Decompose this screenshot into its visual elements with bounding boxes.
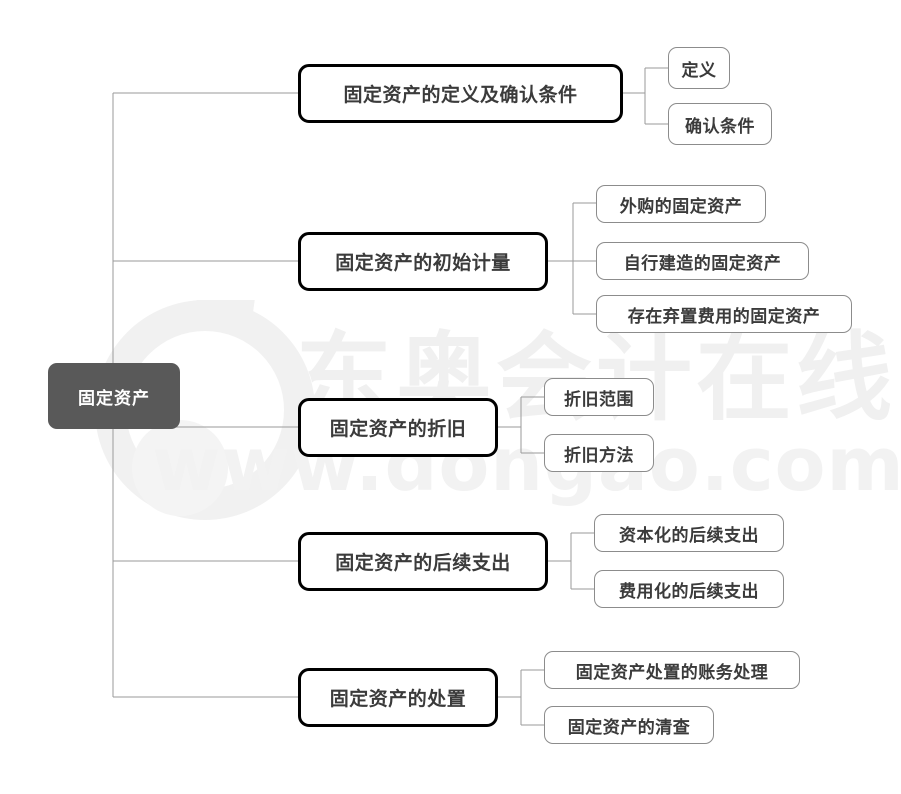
leaf-node-self-constructed-asset[interactable]: 自行建造的固定资产: [596, 242, 809, 280]
leaf-node-purchased-asset[interactable]: 外购的固定资产: [596, 185, 766, 223]
main-node-label: 固定资产的折旧: [329, 418, 467, 440]
root-node-label: 固定资产: [78, 388, 150, 409]
main-node-initial-measurement[interactable]: 固定资产的初始计量: [298, 232, 548, 291]
leaf-node-label: 折旧方法: [564, 445, 634, 466]
root-node[interactable]: 固定资产: [48, 363, 180, 429]
leaf-node-expensed-subsequent-expenditure[interactable]: 费用化的后续支出: [594, 570, 784, 608]
leaf-node-label: 存在弃置费用的固定资产: [627, 306, 821, 327]
watermark-logo-dot: [132, 420, 228, 516]
leaf-node-label: 费用化的后续支出: [619, 581, 759, 602]
leaf-node-definition[interactable]: 定义: [668, 47, 730, 89]
main-node-label: 固定资产的定义及确认条件: [343, 84, 578, 106]
main-node-subsequent-expenditure[interactable]: 固定资产的后续支出: [298, 532, 548, 591]
main-node-disposal[interactable]: 固定资产的处置: [298, 668, 498, 727]
leaf-node-label: 折旧范围: [564, 389, 634, 410]
main-node-depreciation[interactable]: 固定资产的折旧: [298, 398, 498, 457]
leaf-node-label: 资本化的后续支出: [619, 525, 759, 546]
leaf-node-label: 自行建造的固定资产: [623, 253, 782, 274]
leaf-node-label: 固定资产的清查: [567, 717, 691, 738]
watermark-logo-mark: [183, 300, 255, 396]
main-node-label: 固定资产的处置: [329, 688, 467, 710]
leaf-node-label: 确认条件: [685, 116, 755, 137]
leaf-node-label: 定义: [681, 60, 717, 81]
leaf-node-disposal-accounting-treatment[interactable]: 固定资产处置的账务处理: [544, 651, 800, 689]
leaf-node-capitalized-subsequent-expenditure[interactable]: 资本化的后续支出: [594, 514, 784, 552]
main-node-label: 固定资产的初始计量: [335, 252, 511, 274]
watermark-url-text: www.dongao.com: [152, 422, 901, 508]
leaf-node-recognition-conditions[interactable]: 确认条件: [668, 103, 772, 145]
main-node-definition-and-recognition[interactable]: 固定资产的定义及确认条件: [298, 64, 623, 123]
leaf-node-label: 外购的固定资产: [619, 196, 743, 217]
leaf-node-asset-with-disposal-cost[interactable]: 存在弃置费用的固定资产: [596, 295, 852, 333]
leaf-node-depreciation-method[interactable]: 折旧方法: [544, 434, 654, 472]
leaf-node-depreciation-scope[interactable]: 折旧范围: [544, 378, 654, 416]
leaf-node-asset-inventory-check[interactable]: 固定资产的清查: [544, 706, 714, 744]
leaf-node-label: 固定资产处置的账务处理: [575, 662, 769, 683]
main-node-label: 固定资产的后续支出: [335, 552, 511, 574]
